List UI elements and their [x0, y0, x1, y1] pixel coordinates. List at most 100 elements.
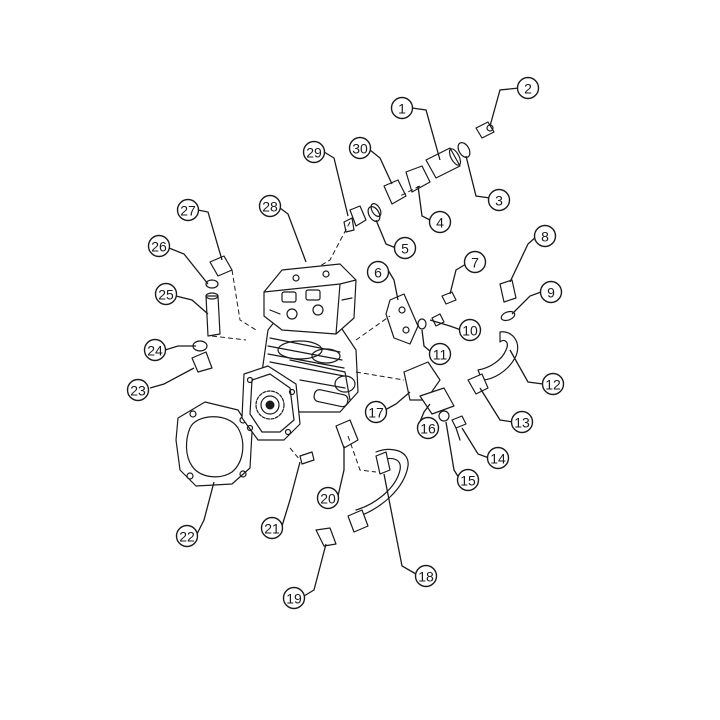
assembly-lines — [211, 185, 421, 473]
callout-1: 1 — [390, 96, 414, 120]
callout-9: 9 — [539, 280, 563, 304]
tube — [205, 292, 221, 337]
callout-circle — [154, 282, 178, 306]
callout-8: 8 — [533, 224, 557, 248]
callout-number: 24 — [147, 343, 163, 359]
callout-17: 17 — [364, 400, 388, 424]
callout-circle — [147, 234, 171, 258]
callout-circle — [533, 224, 557, 248]
callout-number: 16 — [420, 421, 436, 437]
callout-circle — [456, 468, 480, 492]
washer — [417, 318, 450, 422]
callout-29: 29 — [302, 140, 326, 164]
callout-20: 20 — [316, 486, 340, 510]
callout-number: 30 — [352, 141, 368, 157]
callout-number: 20 — [320, 491, 336, 507]
callout-number: 29 — [306, 145, 322, 161]
callout-number: 26 — [151, 239, 167, 255]
callout-circle — [516, 76, 540, 100]
callout-13: 13 — [510, 410, 534, 434]
callout-circle — [364, 400, 388, 424]
callout-30: 30 — [348, 136, 372, 160]
callout-number: 13 — [514, 415, 530, 431]
callout-number: 25 — [158, 287, 174, 303]
callout-circle — [414, 564, 438, 588]
callout-number: 19 — [286, 591, 302, 607]
callout-14: 14 — [486, 446, 510, 470]
callout-circle — [428, 210, 452, 234]
fitting — [475, 121, 495, 139]
callout-circle — [143, 338, 167, 362]
callout-number: 10 — [462, 323, 478, 339]
elbow — [343, 165, 431, 233]
callout-circle — [348, 136, 372, 160]
callout-circle — [390, 96, 414, 120]
callout-24: 24 — [143, 338, 167, 362]
callout-circle — [428, 342, 452, 366]
callout-23: 23 — [126, 378, 150, 402]
callout-2: 2 — [516, 76, 540, 100]
callout-number: 15 — [460, 473, 476, 489]
callout-7: 7 — [463, 250, 487, 274]
callout-circle — [541, 372, 565, 396]
callout-25: 25 — [154, 282, 178, 306]
callout-circle — [176, 198, 200, 222]
coupling — [347, 279, 517, 533]
callout-circle — [126, 378, 150, 402]
callout-4: 4 — [428, 210, 452, 234]
callout-circle — [316, 486, 340, 510]
bolt — [299, 291, 467, 465]
callout-5: 5 — [393, 236, 417, 260]
callout-number: 4 — [436, 215, 444, 231]
bracket — [385, 293, 419, 345]
callout-circle — [366, 260, 390, 284]
callout-11: 11 — [428, 342, 452, 366]
callout-12: 12 — [541, 372, 565, 396]
leader-lines — [149, 87, 544, 597]
callout-circle — [458, 318, 482, 342]
callout-number: 18 — [418, 569, 434, 585]
callout-number: 22 — [179, 529, 195, 545]
gear — [255, 390, 285, 420]
callout-3: 3 — [487, 188, 511, 212]
callout-circle — [510, 410, 534, 434]
callout-number: 5 — [401, 241, 409, 257]
callout-circle — [486, 446, 510, 470]
callout-number: 8 — [541, 229, 549, 245]
callout-number: 28 — [262, 199, 278, 215]
callout-circle — [175, 524, 199, 548]
tube — [425, 147, 462, 179]
callout-circle — [302, 140, 326, 164]
callout-number: 17 — [368, 405, 384, 421]
callout-circle — [393, 236, 417, 260]
callout-number: 12 — [545, 377, 561, 393]
callout-19: 19 — [282, 586, 306, 610]
callout-18: 18 — [414, 564, 438, 588]
cylinder-head — [263, 263, 357, 335]
callouts: 1234567891011121314151617181920212223242… — [126, 76, 565, 610]
callout-number: 1 — [398, 101, 406, 117]
callout-circle — [282, 586, 306, 610]
callout-27: 27 — [176, 198, 200, 222]
callout-number: 21 — [264, 521, 280, 537]
callout-16: 16 — [416, 416, 440, 440]
callout-10: 10 — [458, 318, 482, 342]
callout-number: 6 — [374, 265, 382, 281]
callout-21: 21 — [260, 516, 284, 540]
callout-circle — [416, 416, 440, 440]
callout-number: 14 — [490, 451, 506, 467]
callout-15: 15 — [456, 468, 480, 492]
callout-number: 11 — [433, 347, 448, 363]
callout-circle — [539, 280, 563, 304]
callout-circle — [463, 250, 487, 274]
callout-26: 26 — [147, 234, 171, 258]
callout-circle — [258, 194, 282, 218]
elbow — [315, 361, 455, 547]
hose — [355, 331, 519, 517]
callout-22: 22 — [175, 524, 199, 548]
clamp — [367, 142, 471, 222]
callout-6: 6 — [366, 260, 390, 284]
gasket — [175, 401, 253, 487]
callout-circle — [260, 516, 284, 540]
